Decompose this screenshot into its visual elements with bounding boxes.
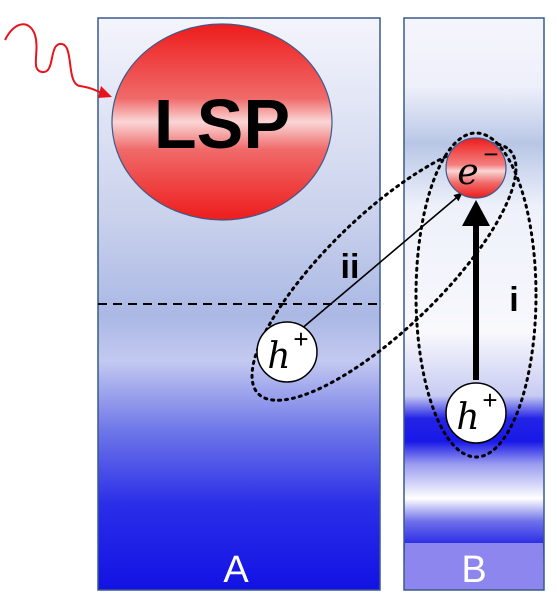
- lsp-particle: LSP: [111, 23, 333, 221]
- panel-b-label: B: [461, 549, 486, 591]
- hole-a: h +: [256, 321, 318, 383]
- transition-i-dotted-ellipse: [414, 131, 538, 459]
- hole-a-circle: [256, 321, 318, 383]
- panel-b-bottom-strip: [405, 543, 543, 589]
- electron-charge: −: [483, 139, 498, 169]
- electron-circle: [445, 137, 507, 199]
- transition-ii-dotted-ellipse: [250, 142, 518, 402]
- transition-i-arrow: [462, 200, 490, 380]
- electron-b: e −: [445, 137, 507, 199]
- transition-i-label: i: [509, 281, 518, 319]
- hole-b-charge: +: [482, 385, 497, 415]
- electron-symbol: e: [457, 152, 478, 193]
- panel-a-label: A: [223, 549, 249, 591]
- transition-ii-arrow: [299, 192, 463, 331]
- lsp-label: LSP: [154, 85, 290, 163]
- hole-b-symbol: h: [456, 397, 479, 438]
- hole-a-symbol: h: [267, 336, 290, 377]
- panel-b: B: [403, 17, 545, 591]
- lsp-ellipse: [111, 23, 333, 221]
- light-wave-arrow: [4, 23, 112, 98]
- hole-b: h +: [445, 382, 507, 444]
- hole-b-circle: [445, 382, 507, 444]
- hole-a-charge: +: [293, 324, 308, 354]
- transition-ii-label: ii: [341, 248, 360, 286]
